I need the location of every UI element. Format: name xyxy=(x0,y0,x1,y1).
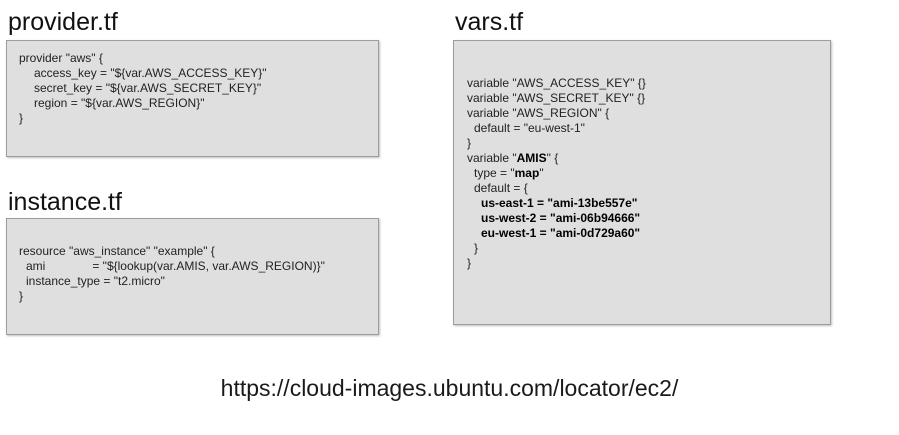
code-line: } xyxy=(19,111,24,125)
code-line: instance_type = "t2.micro" xyxy=(26,274,165,288)
code-line: secret_key = "${var.AWS_SECRET_KEY}" xyxy=(34,81,262,95)
code-bold: AMIS xyxy=(516,151,547,165)
instance-code: resource "aws_instance" "example" { ami =… xyxy=(19,244,325,304)
vars-code-box xyxy=(453,40,831,325)
code-text: variable " xyxy=(467,151,517,165)
code-line: provider "aws" { xyxy=(19,51,103,65)
provider-code-box xyxy=(6,40,379,157)
code-text: " { xyxy=(546,151,559,165)
code-bold: map xyxy=(514,166,540,180)
code-line: type = "map" xyxy=(467,166,646,181)
code-line: resource "aws_instance" "example" { xyxy=(19,244,215,258)
code-line: variable "AMIS" { xyxy=(467,151,646,166)
code-line-bold: us-west-2 = "ami-06b94666" xyxy=(481,211,641,225)
provider-code: provider "aws" { access_key = "${var.AWS… xyxy=(19,51,267,126)
code-line: } xyxy=(474,241,479,255)
code-line: default = { xyxy=(474,181,528,195)
vars-code: variable "AWS_ACCESS_KEY" {} variable "A… xyxy=(467,76,646,271)
code-line: ami = "${lookup(var.AMIS, var.AWS_REGION)… xyxy=(19,259,325,274)
instance-code-box xyxy=(6,218,379,335)
code-text: " xyxy=(539,166,544,180)
code-line: variable "AWS_SECRET_KEY" {} xyxy=(467,91,646,105)
code-line-bold: us-east-1 = "ami-13be557e" xyxy=(481,196,638,210)
code-line: } xyxy=(19,289,24,303)
code-line: } xyxy=(467,256,472,270)
ami-locator-url: https://cloud-images.ubuntu.com/locator/… xyxy=(220,375,679,401)
vars-file-title: vars.tf xyxy=(455,8,524,36)
code-text: type = " xyxy=(474,166,515,180)
code-line: } xyxy=(467,136,472,150)
code-line: region = "${var.AWS_REGION}" xyxy=(34,96,205,110)
code-line: variable "AWS_REGION" { xyxy=(467,106,610,120)
provider-file-title: provider.tf xyxy=(8,8,118,36)
instance-file-title: instance.tf xyxy=(8,188,122,216)
code-value: = "${lookup(var.AMIS, var.AWS_REGION)}" xyxy=(92,259,325,273)
code-line-bold: eu-west-1 = "ami-0d729a60" xyxy=(481,226,641,240)
code-line: default = "eu-west-1" xyxy=(474,121,585,135)
code-key: ami xyxy=(26,259,46,273)
code-line: variable "AWS_ACCESS_KEY" {} xyxy=(467,76,646,90)
code-line: access_key = "${var.AWS_ACCESS_KEY}" xyxy=(34,66,267,80)
